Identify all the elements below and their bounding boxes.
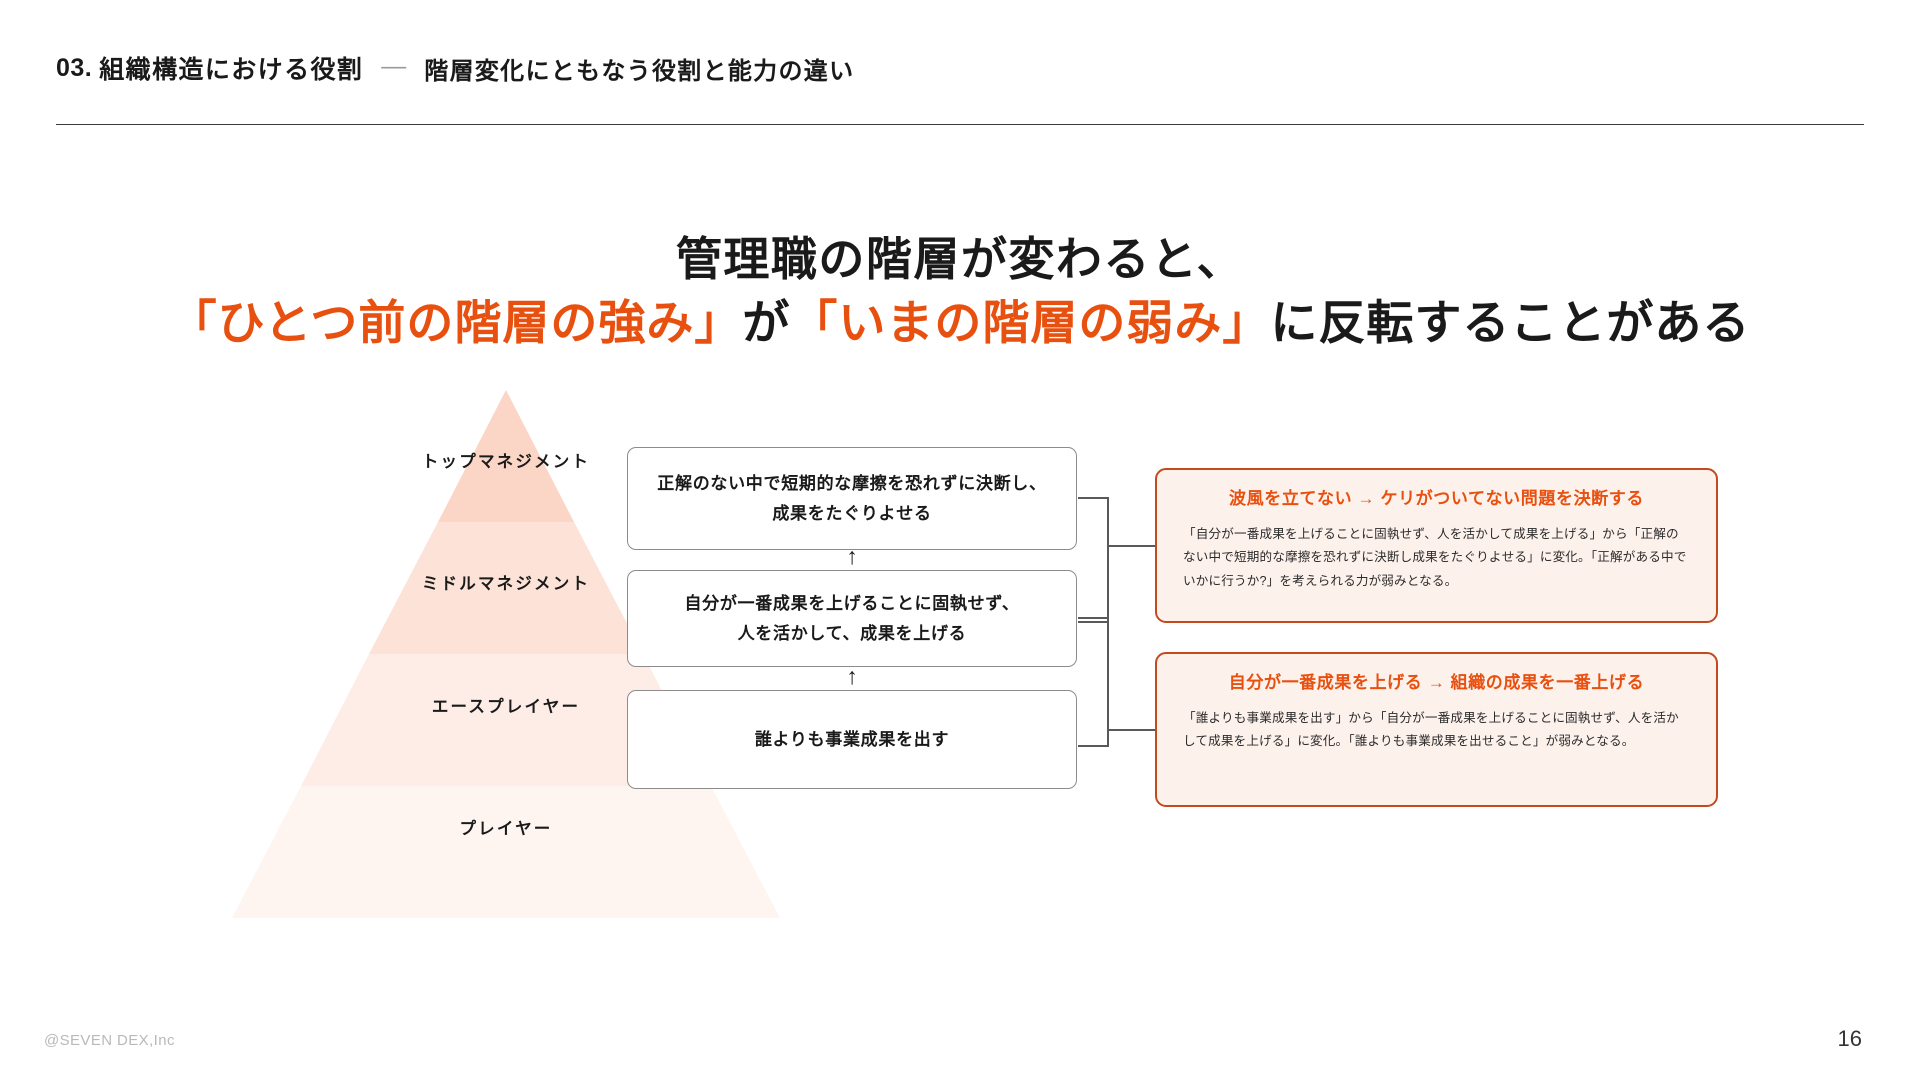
pyramid-label-player: プレイヤー	[459, 820, 553, 838]
role-box-1-line-1: 正解のない中で短期的な摩擦を恐れずに決断し、	[657, 474, 1047, 494]
up-arrow-icon-upper: ↑	[846, 543, 858, 569]
pyramid-label-top-management: トップマネジメント	[421, 453, 591, 471]
header-section-title: 組織構造における役割	[99, 56, 364, 84]
role-box-middle-management: 自分が一番成果を上げることに固執せず、 人を活かして、成果を上げる	[627, 570, 1077, 667]
callout-middle-management: 自分が一番成果を上げる → 組織の成果を一番上げる 「誰よりも事業成果を出す」か…	[1155, 652, 1718, 807]
title-tail: に反転することがある	[1270, 296, 1751, 350]
role-box-3-line-1: 誰よりも事業成果を出す	[754, 729, 950, 749]
pyramid-label-middle-management: ミドルマネジメント	[421, 575, 591, 593]
title-connector-ga: が	[742, 296, 791, 350]
hierarchy-pyramid: トップマネジメント ミドルマネジメント エースプレイヤー プレイヤー	[232, 390, 780, 918]
title-highlight-previous-strength: 「ひとつ前の階層の強み」	[169, 296, 743, 350]
header-section-number: 03.	[56, 53, 93, 82]
role-box-top-management-text: 正解のない中で短期的な摩擦を恐れずに決断し、 成果をたぐりよせる	[657, 469, 1046, 527]
callout-1-heading: 波風を立てない → ケリがついてない問題を決断する	[1229, 489, 1644, 508]
pyramid-layer-3	[301, 654, 711, 786]
callout-2-body: 「誰よりも事業成果を出す」から「自分が一番成果を上げることに固執せず、人を活かし…	[1183, 711, 1679, 749]
header-dash-separator: —	[381, 51, 407, 80]
bracket-top	[1078, 497, 1109, 623]
pyramid-layer-2	[369, 522, 643, 654]
role-box-2-line-2: 人を活かして、成果を上げる	[737, 623, 967, 643]
title-line-1: 管理職の階層が変わると、	[675, 233, 1245, 285]
role-box-2-line-1: 自分が一番成果を上げることに固執せず、	[684, 594, 1020, 614]
role-box-middle-management-text: 自分が一番成果を上げることに固執せず、 人を活かして、成果を上げる	[684, 589, 1019, 647]
up-arrow-icon-lower: ↑	[846, 663, 858, 689]
header-divider	[56, 124, 1864, 125]
pyramid-layer-4	[232, 786, 780, 918]
role-box-top-management: 正解のない中で短期的な摩擦を恐れずに決断し、 成果をたぐりよせる	[627, 447, 1077, 550]
callout-top-management: 波風を立てない → ケリがついてない問題を決断する 「自分が一番成果を上げること…	[1155, 468, 1718, 623]
slide-header: 03. 組織構造における役割 — 階層変化にともなう役割と能力の違い	[56, 48, 1864, 88]
pyramid-layer-1	[438, 390, 574, 522]
header-subtitle: 階層変化にともなう役割と能力の違い	[424, 57, 855, 85]
callout-2-heading: 自分が一番成果を上げる → 組織の成果を一番上げる	[1228, 673, 1645, 692]
pyramid-label-ace-player: エースプレイヤー	[431, 698, 581, 716]
page-number: 16	[1837, 1026, 1862, 1051]
callout-1-body: 「自分が一番成果を上げることに固執せず、人を活かして成果を上げる」から「正解のな…	[1183, 527, 1687, 588]
bracket-bottom	[1078, 617, 1109, 747]
footer-brand: @SEVEN DEX,Inc	[44, 1032, 175, 1049]
title-highlight-current-weakness: 「いまの階層の弱み」	[790, 296, 1271, 350]
pyramid-shape	[232, 390, 780, 918]
role-box-ace-player-text: 誰よりも事業成果を出す	[755, 725, 949, 754]
page-title: 管理職の階層が変わると、 「ひとつ前の階層の強み」が「いまの階層の弱み」に反転す…	[0, 228, 1920, 356]
role-box-ace-player: 誰よりも事業成果を出す	[627, 690, 1077, 789]
role-box-1-line-2: 成果をたぐりよせる	[772, 503, 932, 523]
title-line-2: 「ひとつ前の階層の強み」が「いまの階層の弱み」に反転することがある	[0, 291, 1920, 356]
